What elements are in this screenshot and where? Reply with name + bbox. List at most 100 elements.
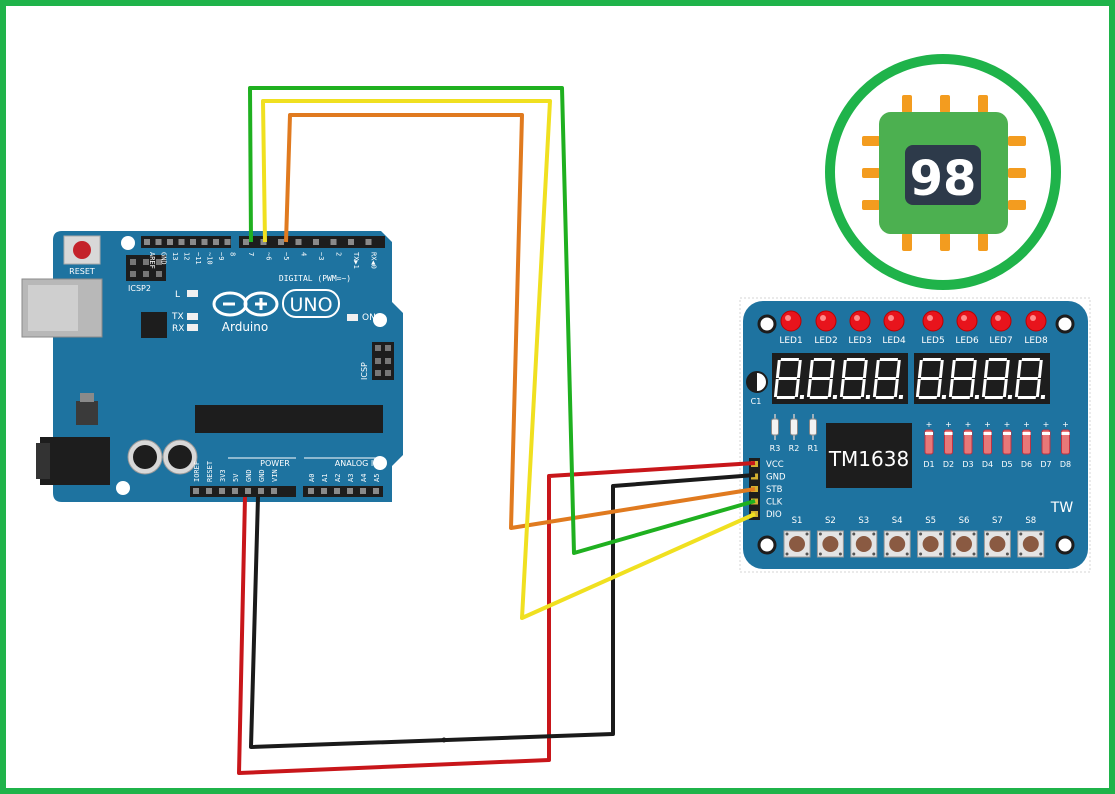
- switch-corner: [939, 532, 943, 536]
- chip-label-plate: [905, 145, 981, 205]
- on-label: ON: [362, 313, 376, 323]
- l-label: L: [175, 290, 180, 300]
- power-pin-hole: [245, 488, 251, 494]
- switch-cap: [889, 536, 906, 552]
- switch-corner: [818, 532, 822, 536]
- digital-pin-hole: [365, 239, 372, 245]
- analog-label: ANALOG IN: [335, 459, 380, 468]
- digital-pin-hole: [243, 239, 249, 245]
- switch-corner: [1039, 532, 1043, 536]
- module-led: [956, 310, 978, 332]
- digital-pin-hole: [213, 239, 219, 245]
- diode-plus: +: [945, 420, 952, 429]
- diode-plus: +: [1023, 420, 1030, 429]
- digital-pin-hole: [348, 239, 354, 245]
- diode-label: D1: [923, 460, 934, 469]
- module-led: [1025, 310, 1047, 332]
- diode-label: D4: [982, 460, 993, 469]
- resistor: [809, 418, 817, 436]
- digital-pin-hole: [201, 239, 208, 245]
- diode-band: [1003, 432, 1011, 435]
- rx-led: [187, 324, 198, 331]
- l-led: [187, 290, 198, 297]
- led-label: LED4: [882, 336, 906, 346]
- power-pin-label: IOREF: [193, 461, 201, 482]
- diode-label: D2: [943, 460, 954, 469]
- led-label: LED6: [955, 336, 979, 346]
- power-pin-label: RESET: [206, 460, 214, 482]
- uno-badge: [282, 289, 340, 318]
- tm1638-chip: [826, 423, 912, 488]
- digital-pin-hole: [190, 239, 196, 245]
- diode: [924, 429, 934, 455]
- switch-corner: [852, 552, 856, 556]
- power-pin-label: 5V: [232, 473, 240, 482]
- switch-corner: [838, 552, 842, 556]
- tm1638-chip-label: TM1638: [828, 447, 909, 471]
- atmega-chip: [195, 405, 383, 433]
- resistor: [771, 418, 779, 436]
- switch-corner: [805, 532, 809, 536]
- diode-band: [944, 432, 953, 435]
- seven-segment-digit: [872, 358, 904, 399]
- switch-label: S4: [892, 516, 903, 526]
- digital-pin-label: 2: [335, 252, 343, 256]
- module-led: [780, 310, 802, 332]
- module-led: [849, 310, 871, 332]
- digital-pin-label: 7: [247, 252, 255, 256]
- module-led: [990, 310, 1012, 332]
- chip-pins: [862, 95, 1026, 251]
- diode: [1041, 429, 1051, 455]
- digital-pin-hole: [278, 239, 284, 245]
- power-pin-hole: [206, 488, 212, 494]
- switch-corner: [972, 532, 976, 536]
- power-pin-label: GND: [245, 469, 253, 482]
- analog-pin-label: A4: [360, 474, 368, 482]
- switch-cap: [855, 536, 872, 552]
- module-pin-label: DIO: [766, 510, 782, 520]
- diode-band: [1061, 432, 1070, 435]
- power-pin-label: 3V3: [219, 469, 227, 482]
- badge-number: 98: [910, 151, 977, 207]
- led-highlight: [888, 315, 894, 321]
- switch-label: S6: [959, 516, 970, 526]
- diode-band: [964, 432, 972, 435]
- diode-band: [983, 432, 992, 435]
- digital-pin-hole: [295, 239, 302, 245]
- arduino-logo: [212, 291, 279, 317]
- switch-corner: [1019, 552, 1023, 556]
- diode: [1061, 429, 1070, 455]
- digital-label: DIGITAL (PWM=~): [279, 274, 351, 283]
- module-pin-label: GND: [766, 473, 786, 483]
- power-jack: [40, 437, 110, 485]
- arduino-brand: Arduino: [222, 320, 268, 334]
- power-label: POWER: [260, 459, 290, 468]
- digital-pin-label: 8: [229, 252, 237, 256]
- display-digits: [773, 358, 1046, 399]
- analog-pin-hole: [347, 488, 353, 494]
- led-label: LED2: [814, 336, 837, 346]
- switch-corner: [985, 552, 989, 556]
- diode-plus: +: [926, 420, 933, 429]
- power-pin-hole: [258, 488, 264, 494]
- switch-cap: [789, 536, 805, 552]
- digital-pin-label: GND: [160, 252, 168, 265]
- analog-pin-hole: [321, 488, 327, 494]
- wire-gnd-gnd: [249, 473, 756, 749]
- digital-pin-label: 4: [300, 252, 308, 256]
- reset-label: RESET: [69, 267, 95, 276]
- power-header: [190, 486, 296, 497]
- power-pin-label: VIN: [271, 469, 279, 482]
- power-pin-hole: [232, 488, 238, 494]
- rx-label: RX: [172, 324, 184, 334]
- power-pin-holes: [193, 488, 379, 494]
- seven-segment-digit: [1014, 358, 1046, 399]
- led-label: LED7: [989, 336, 1012, 346]
- switch-corner: [885, 532, 889, 536]
- switch-cap: [922, 536, 939, 552]
- c1-label: C1: [751, 397, 762, 406]
